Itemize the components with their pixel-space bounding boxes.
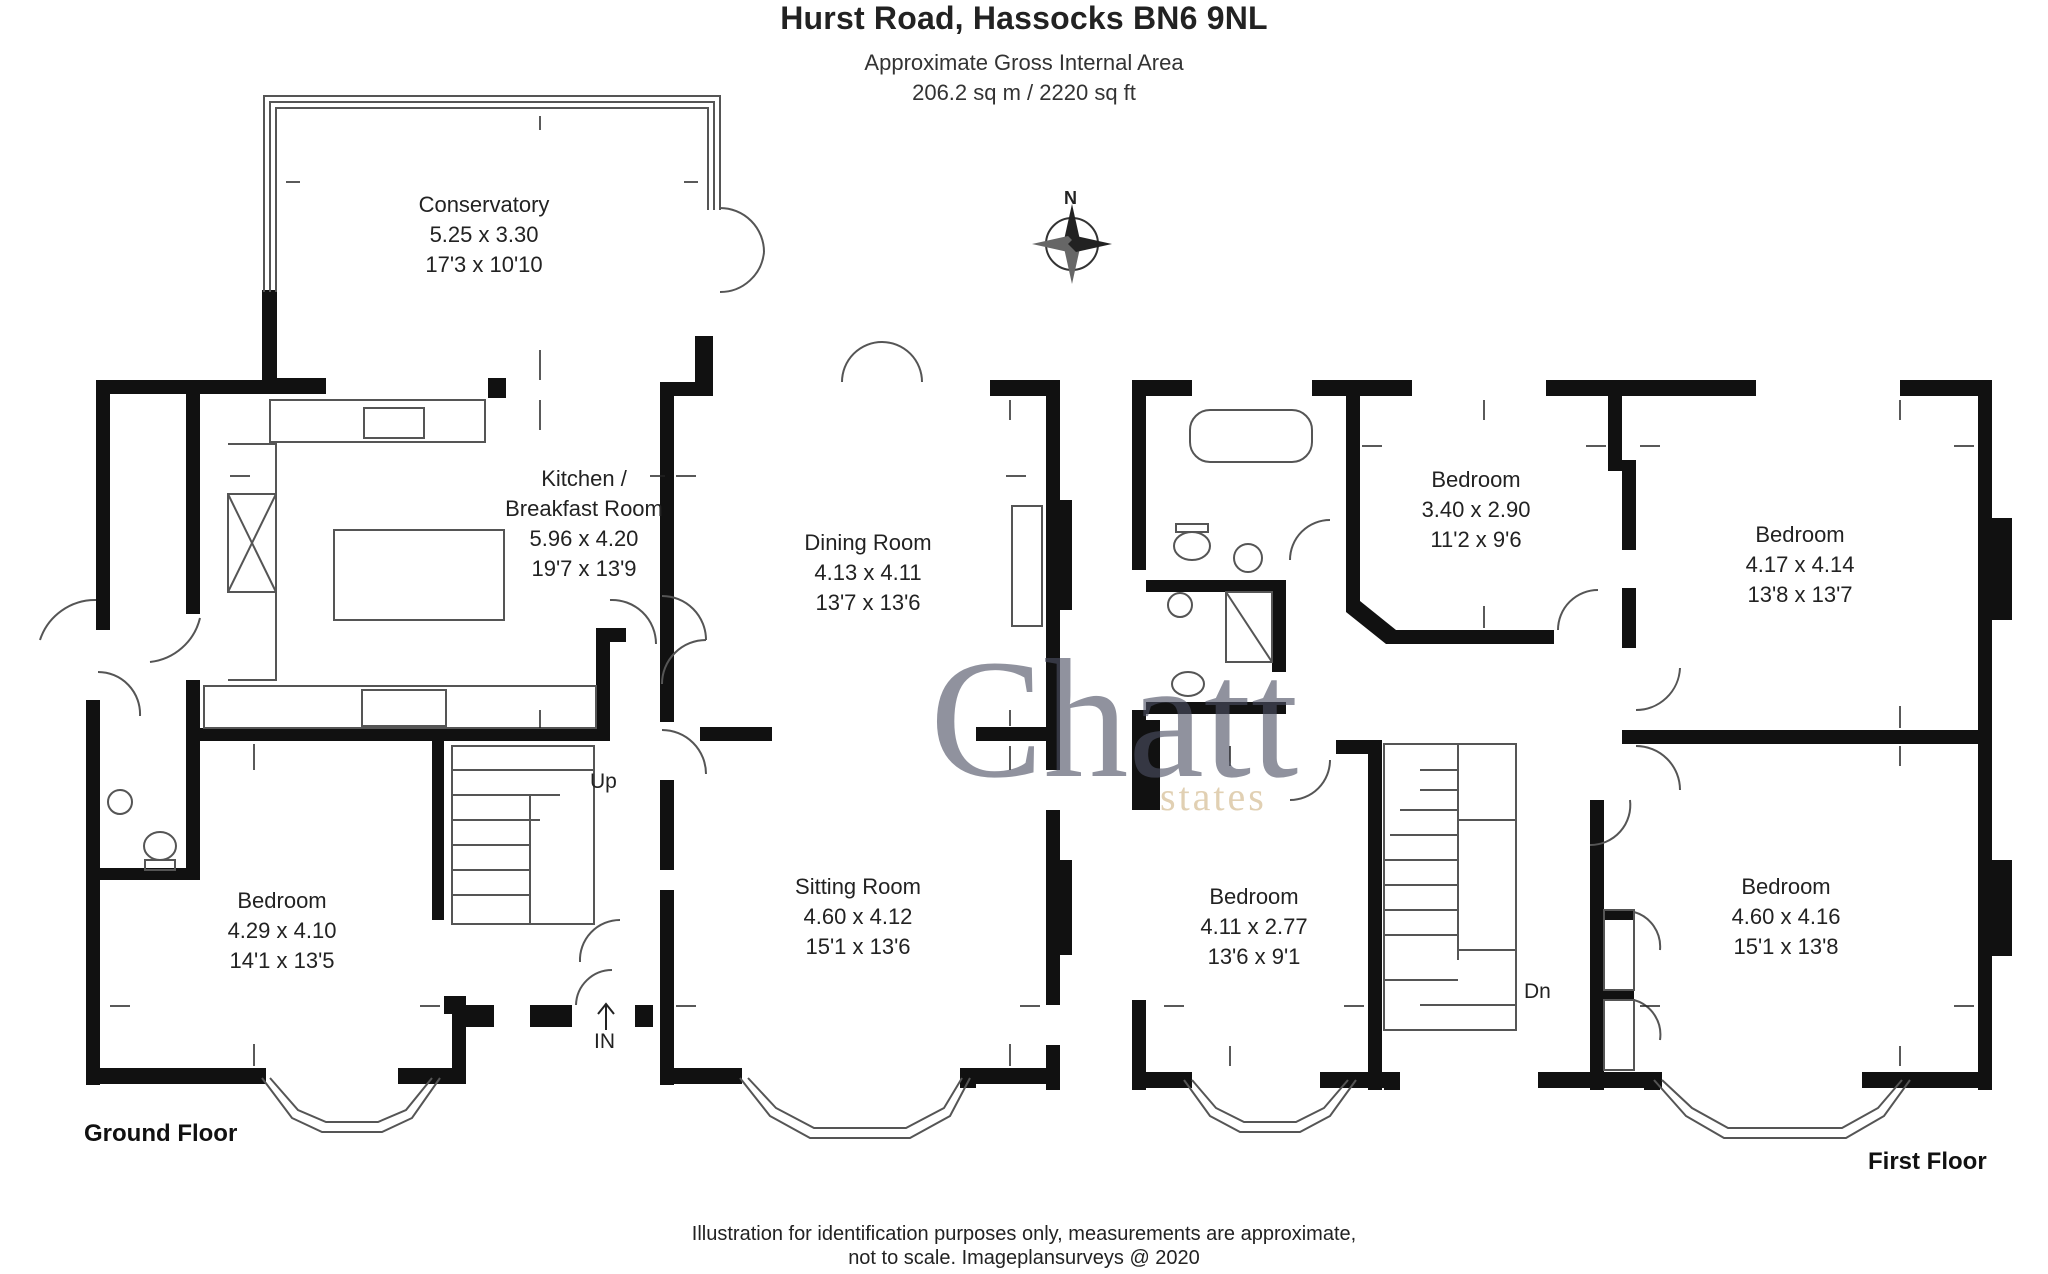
agency-watermark: Chatt states [930,625,1298,819]
ground-floor-dimension-arrows [110,116,1040,1066]
disclaimer-line-1: Illustration for identification purposes… [691,1223,1357,1245]
area-value: 206.2 sq m / 2220 sq ft [912,80,1136,105]
first-floor-dimension-arrows [1164,400,1974,1066]
room-metric: 4.60 x 4.16 [1731,904,1841,929]
room-imperial: 17'3 x 10'10 [425,252,543,277]
compass-north-label: N [1064,188,1077,208]
room-label-dining-room: Dining Room 4.13 x 4.11 13'7 x 13'6 [804,528,931,618]
stairs-up-label: Up [590,770,617,793]
room-metric: 4.13 x 4.11 [814,560,922,585]
first-floor-walls [1132,380,2012,1090]
room-imperial: 11'2 x 9'6 [1430,527,1522,552]
room-label-kitchen: Kitchen / Breakfast Room 5.96 x 4.20 19'… [505,464,663,584]
room-imperial: 15'1 x 13'8 [1733,934,1839,959]
room-label-first-bedroom-2: Bedroom 4.17 x 4.14 13'8 x 13'7 [1746,520,1855,610]
room-metric: 5.96 x 4.20 [529,526,639,551]
ground-floor-fixtures [39,207,1043,1006]
room-name-line2: Breakfast Room [505,496,663,521]
first-floor-label: First Floor [1868,1148,1987,1175]
room-name: Bedroom [237,888,327,913]
entrance-label: IN [594,1030,615,1053]
room-imperial: 14'1 x 13'5 [229,948,335,973]
room-name: Kitchen / [541,466,627,491]
room-label-conservatory: Conservatory 5.25 x 3.30 17'3 x 10'10 [419,190,550,280]
room-imperial: 13'8 x 13'7 [1747,582,1853,607]
room-imperial: 13'6 x 9'1 [1207,944,1301,969]
stairs-down-label: Dn [1524,980,1551,1003]
room-name: Bedroom [1209,884,1299,909]
first-floor-fixtures [1167,409,1681,1071]
conservatory-frame [263,95,721,292]
compass-rose-icon [1032,204,1112,284]
room-metric: 4.60 x 4.12 [803,904,913,929]
ground-floor-bays [261,1077,971,1139]
room-metric: 4.11 x 2.77 [1200,914,1308,939]
disclaimer-line-2: not to scale. Imageplansurveys @ 2020 [848,1247,1200,1269]
room-label-sitting-room: Sitting Room 4.60 x 4.12 15'1 x 13'6 [795,872,921,962]
room-metric: 5.25 x 3.30 [429,222,539,247]
room-metric: 3.40 x 2.90 [1421,497,1531,522]
room-label-first-bedroom-4: Bedroom 4.60 x 4.16 15'1 x 13'8 [1732,872,1841,962]
room-label-ground-bedroom: Bedroom 4.29 x 4.10 14'1 x 13'5 [228,886,337,976]
room-name: Dining Room [804,530,932,555]
entrance-arrow-icon [597,1002,615,1030]
first-floor-bays [1183,1079,1911,1139]
room-name: Sitting Room [795,874,921,899]
room-imperial: 19'7 x 13'9 [531,556,637,581]
room-name: Bedroom [1755,522,1845,547]
room-label-first-bedroom-1: Bedroom 3.40 x 2.90 11'2 x 9'6 [1422,465,1531,555]
room-name: Bedroom [1741,874,1831,899]
page-title: Hurst Road, Hassocks BN6 9NL [780,0,1268,36]
room-metric: 4.17 x 4.14 [1745,552,1855,577]
room-imperial: 15'1 x 13'6 [805,934,911,959]
room-metric: 4.29 x 4.10 [227,918,337,943]
room-name: Bedroom [1431,467,1521,492]
watermark-big-text: Chatt [930,625,1298,813]
room-imperial: 13'7 x 13'6 [815,590,921,615]
room-label-first-bedroom-3: Bedroom 4.11 x 2.77 13'6 x 9'1 [1200,882,1307,972]
ground-floor-label: Ground Floor [84,1120,238,1147]
watermark-small-text: states [1160,774,1267,819]
area-label: Approximate Gross Internal Area [864,50,1184,75]
room-name: Conservatory [418,192,550,217]
